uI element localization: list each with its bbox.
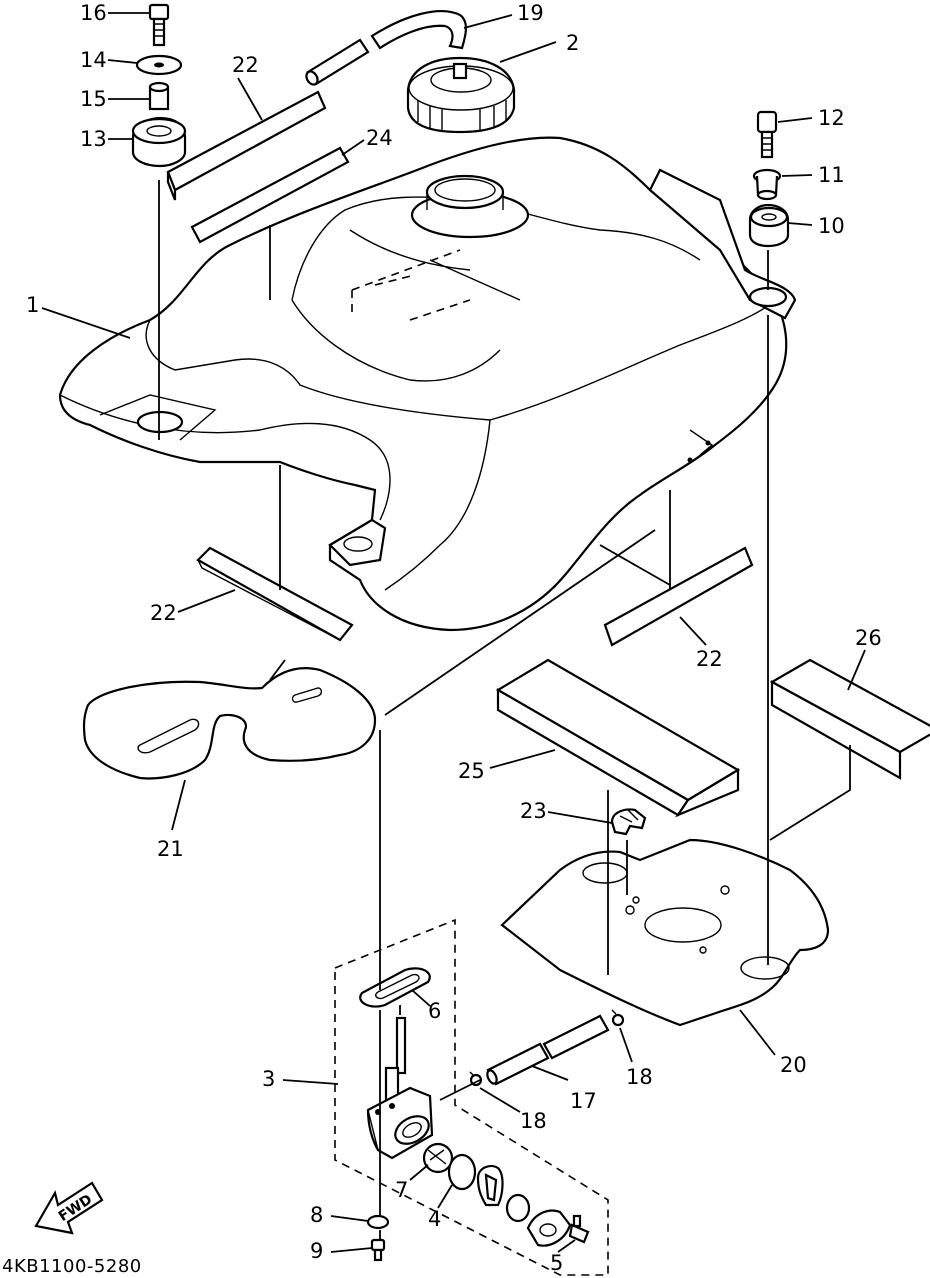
callout-26: 26: [855, 626, 882, 650]
o-ring-small: [505, 1193, 531, 1223]
damper-22-top: [166, 90, 327, 201]
drawing-code: 4KB1100-5280: [2, 1256, 142, 1277]
screw-9: [370, 1238, 386, 1262]
fuel-cock: [366, 1016, 434, 1160]
washer-8: [366, 1214, 390, 1230]
fuel-cap: [406, 56, 516, 134]
breather-hose: [305, 10, 467, 86]
plate-21: [82, 667, 377, 780]
callout-16: 16: [80, 1, 107, 25]
callout-5: 5: [550, 1251, 563, 1275]
o-ring-4: [447, 1153, 477, 1191]
callout-6: 6: [428, 999, 441, 1023]
callout-4: 4: [428, 1207, 441, 1231]
callout-leaders: [41, 12, 866, 1253]
callout-14: 14: [80, 48, 107, 72]
callout-2: 2: [566, 31, 579, 55]
callout-24: 24: [366, 126, 393, 150]
grommet-13: [131, 116, 187, 168]
bolt-12: [756, 110, 778, 159]
callout-25: 25: [458, 759, 485, 783]
callout-15: 15: [80, 87, 107, 111]
collar-15: [148, 81, 170, 111]
fuel-cock-assembly-outline: [334, 918, 609, 1276]
callout-numbers: 1 2 3 4 5 6 7 8 9 10 11 12 13 14 15 16 1…: [26, 1, 882, 1275]
gasket-6: [359, 967, 431, 1008]
bolt-16: [148, 3, 170, 47]
callout-12: 12: [818, 106, 845, 130]
fuel-cock-lever: [476, 1164, 504, 1207]
hose-clamp-18-upper: [611, 1009, 625, 1027]
fuel-tank: [58, 136, 797, 632]
callout-18b: 18: [626, 1065, 653, 1089]
callout-22b: 22: [150, 601, 177, 625]
damper-24: [190, 146, 350, 244]
callout-9: 9: [310, 1239, 323, 1263]
callout-22c: 22: [696, 647, 723, 671]
callout-21: 21: [157, 837, 184, 861]
assembly-lines: [158, 180, 851, 1240]
callout-1: 1: [26, 293, 39, 317]
callout-19: 19: [517, 1, 544, 25]
callout-22a: 22: [232, 53, 259, 77]
callout-3: 3: [262, 1067, 275, 1091]
collar-11: [752, 168, 782, 201]
damper-22-lower-right: [603, 546, 754, 647]
damper-26: [769, 658, 930, 780]
screw-5: [568, 1214, 590, 1244]
callout-10: 10: [818, 214, 845, 238]
grommet-10: [748, 203, 790, 248]
clip-23: [610, 808, 647, 836]
callout-23: 23: [520, 799, 547, 823]
callout-18a: 18: [520, 1109, 547, 1133]
callout-17: 17: [570, 1089, 597, 1113]
callout-8: 8: [310, 1203, 323, 1227]
plate-20: [500, 838, 830, 1027]
callout-20: 20: [780, 1053, 807, 1077]
damper-25: [495, 658, 741, 818]
callout-11: 11: [818, 163, 845, 187]
damper-22-lower-left: [196, 546, 354, 642]
fuel-hose-17: [486, 1014, 610, 1086]
callout-13: 13: [80, 127, 107, 151]
callout-7: 7: [395, 1178, 408, 1202]
forward-direction-arrow: FWD: [34, 1181, 104, 1235]
filter-7: [422, 1142, 454, 1174]
lever-plate: [526, 1209, 572, 1247]
